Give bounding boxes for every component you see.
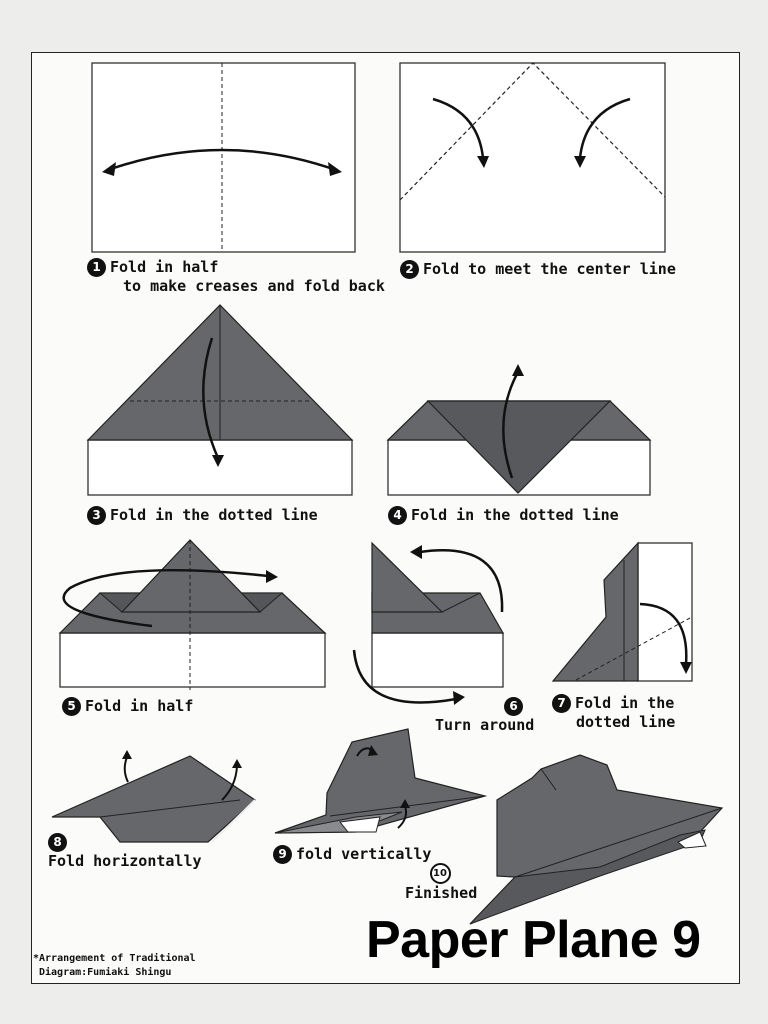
step7-caption-line2: dotted line: [576, 713, 676, 731]
credits: *Arrangement of Traditional Diagram:Fumi…: [33, 952, 196, 980]
step3-number-badge: 3: [87, 506, 106, 525]
step1-caption-line2: to make creases and fold back: [123, 277, 385, 295]
step8-caption: 8 Fold horizontally: [48, 833, 202, 871]
step10-caption-text: Finished: [405, 884, 478, 902]
step5-caption-text: Fold in half: [85, 697, 194, 715]
step3-caption-text: Fold in the dotted line: [110, 506, 318, 524]
credits-diagram-author: Diagram:Fumiaki Shingu: [39, 967, 172, 978]
step6-number-badge: 6: [504, 697, 523, 716]
step1-caption-line1: Fold in half: [110, 258, 219, 276]
step10-number-badge: 10: [429, 863, 451, 884]
step10-caption: 10 Finished: [405, 862, 478, 903]
credits-arrangement: *Arrangement of Traditional: [33, 953, 196, 964]
step7-caption-line1: Fold in the: [575, 694, 675, 712]
step6-caption: 6 Turn around: [435, 697, 534, 735]
step2-caption-text: Fold to meet the center line: [423, 260, 676, 278]
diagram-title: Paper Plane 9: [366, 911, 701, 969]
step8-number-badge: 8: [48, 833, 67, 852]
step7-number-badge: 7: [552, 694, 571, 713]
step4-caption-text: Fold in the dotted line: [411, 506, 619, 524]
step4-number-badge: 4: [388, 506, 407, 525]
step8-caption-text: Fold horizontally: [48, 852, 202, 870]
step2-number-badge: 2: [400, 260, 419, 279]
step6-caption-text: Turn around: [435, 716, 535, 734]
step1-number-badge: 1: [87, 258, 106, 277]
step9-caption-text: fold vertically: [296, 845, 432, 863]
step9-number-badge: 9: [273, 845, 292, 864]
step5-number-badge: 5: [62, 697, 81, 716]
